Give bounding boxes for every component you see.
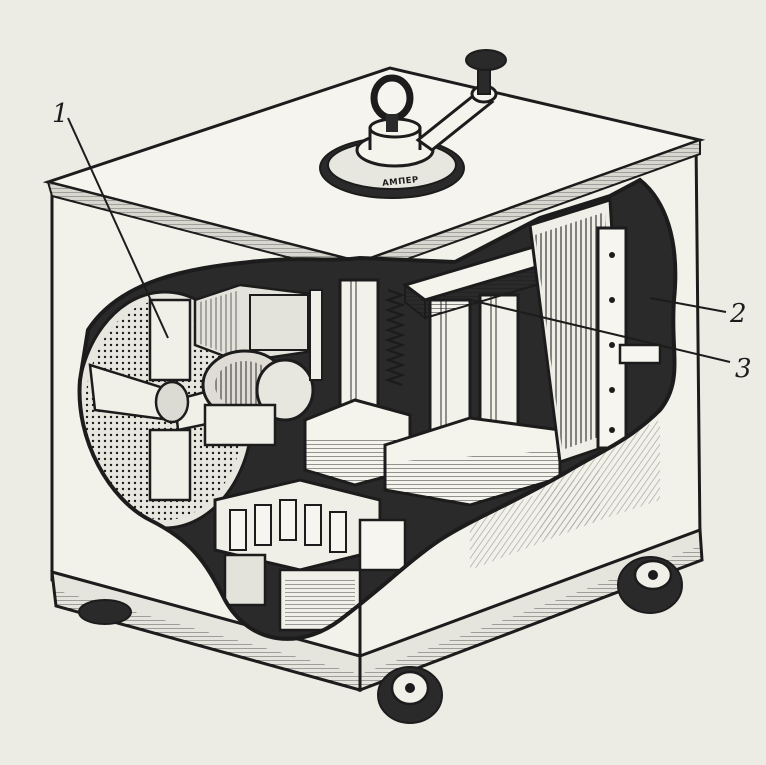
cutaway-interior xyxy=(77,177,678,641)
contactor-block xyxy=(213,478,407,632)
right-face-shading xyxy=(470,420,660,570)
callout-label-2: 2 xyxy=(729,299,747,329)
wheel-right xyxy=(617,556,683,614)
fan-motor-bracket xyxy=(148,428,192,502)
fan-hub xyxy=(154,380,190,424)
transformer-coil-stack xyxy=(528,197,662,465)
electric-motor xyxy=(201,349,315,447)
fan-housing-box xyxy=(193,283,322,364)
coil-plate-rivets xyxy=(609,252,615,433)
leader-line-3 xyxy=(469,299,731,363)
leader-line-1 xyxy=(67,117,169,339)
wheel-left xyxy=(78,599,132,625)
callout-label-3: 3 xyxy=(735,354,752,384)
drive-shaft xyxy=(309,289,323,381)
current-regulator: АМПЕР xyxy=(319,49,507,199)
terminal-bar xyxy=(618,343,662,365)
regulator-scale-label: АМПЕР xyxy=(382,175,420,189)
wheels xyxy=(78,556,683,724)
core-column xyxy=(338,278,380,422)
spring xyxy=(384,288,406,387)
regulator-crank-arm xyxy=(415,90,495,152)
crank-handle-knob xyxy=(465,49,507,71)
leader-line-2 xyxy=(649,297,727,313)
callout-label-1: 1 xyxy=(52,99,69,129)
callouts: 1 2 3 xyxy=(52,99,752,384)
transformer-core xyxy=(303,243,564,507)
coil-plate xyxy=(596,226,628,450)
wheel-front xyxy=(377,666,443,724)
core-column xyxy=(478,293,520,437)
